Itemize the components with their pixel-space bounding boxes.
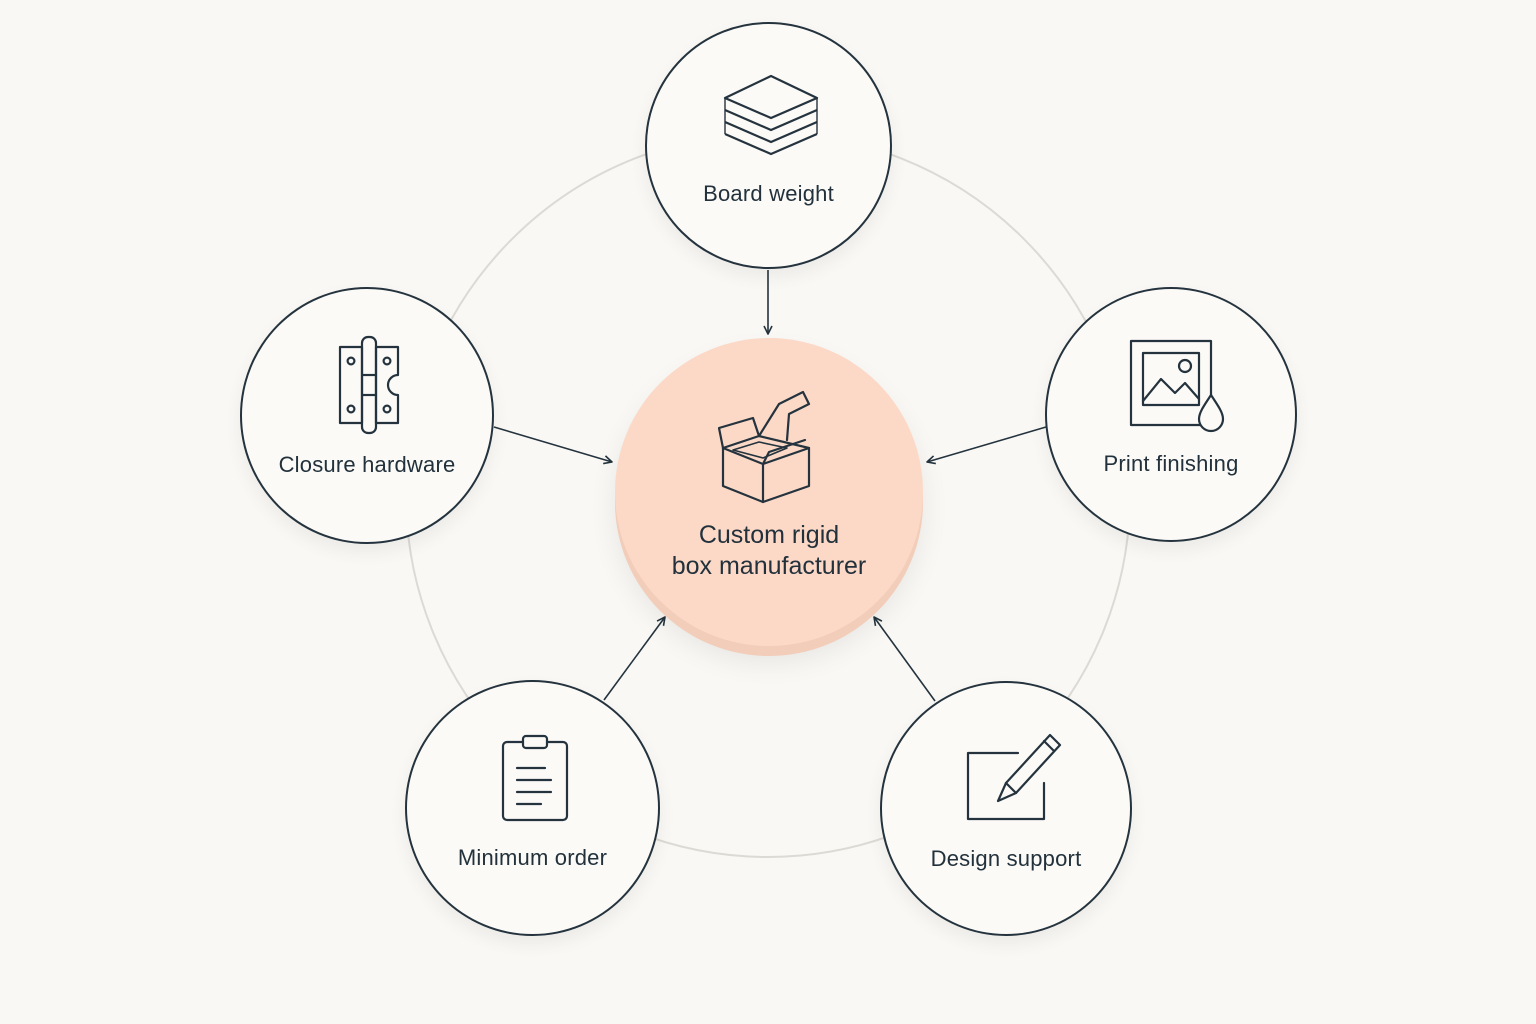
node-board-weight: Board weight [645, 22, 892, 269]
arrow-minimum-order [603, 616, 666, 701]
node-minimum-order: Minimum order [405, 680, 660, 936]
open-box-icon [717, 390, 811, 504]
node-design-support: Design support [880, 681, 1132, 936]
edit-pencil-icon [966, 733, 1062, 821]
center-node: Custom rigid box manufacturer [615, 338, 923, 646]
node-print-finishing: Print finishing [1045, 287, 1297, 542]
minimum-order-label: Minimum order [457, 845, 608, 870]
arrow-design-support [873, 616, 936, 702]
arrow-print-finishing [926, 426, 1047, 465]
print-finishing-label: Print finishing [1103, 451, 1239, 476]
image-droplet-icon [1129, 339, 1225, 433]
arrow-closure-hardware [493, 426, 613, 465]
center-title-line1: Custom rigid [698, 521, 840, 549]
node-closure-hardware: Closure hardware [240, 287, 494, 544]
center-title: Custom rigid box manufacturer [615, 520, 923, 582]
layers-icon [723, 74, 819, 156]
board-weight-label: Board weight [703, 181, 834, 206]
hinge-icon [338, 335, 400, 435]
center-title-line2: box manufacturer [671, 552, 867, 580]
clipboard-icon [501, 734, 569, 822]
design-support-label: Design support [930, 846, 1082, 871]
closure-hardware-label: Closure hardware [278, 452, 456, 477]
